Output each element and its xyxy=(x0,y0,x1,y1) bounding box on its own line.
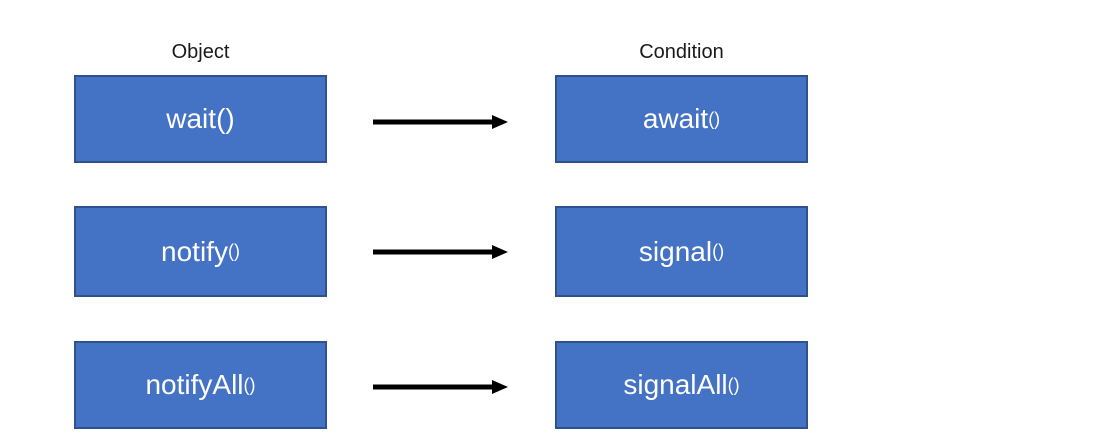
box-label: notifyAll xyxy=(145,369,244,400)
arrow-notifyall-to-signalall xyxy=(373,379,508,395)
arrow-notify-to-signal xyxy=(373,244,508,260)
right-arrow-icon xyxy=(373,380,508,394)
box-label-parens: () xyxy=(712,241,725,261)
box-label: notify xyxy=(161,235,228,267)
box-label: wait xyxy=(166,103,217,134)
box-await: await() xyxy=(555,75,808,163)
box-label-parens: () xyxy=(727,374,740,395)
right-arrow-icon xyxy=(373,115,508,129)
column-header-condition-label: Condition xyxy=(639,41,724,63)
box-label-parens: () xyxy=(227,241,240,261)
box-wait: wait() xyxy=(74,75,327,163)
right-arrow-icon xyxy=(373,245,508,259)
box-label-parens: () xyxy=(708,108,721,129)
box-label: signalAll xyxy=(623,369,728,400)
box-signalall: signalAll() xyxy=(555,341,808,429)
column-header-object-label: Object xyxy=(171,41,230,63)
box-notifyall: notifyAll() xyxy=(74,341,327,429)
column-header-condition: Condition xyxy=(555,40,808,64)
arrow-wait-to-await xyxy=(373,114,508,130)
box-notify: notify() xyxy=(74,206,327,297)
box-label-parens: () xyxy=(243,374,256,395)
box-label: await xyxy=(642,103,709,134)
box-label: signal xyxy=(638,235,713,267)
box-label-parens: () xyxy=(216,103,235,134)
box-signal: signal() xyxy=(555,206,808,297)
column-header-object: Object xyxy=(74,40,327,64)
